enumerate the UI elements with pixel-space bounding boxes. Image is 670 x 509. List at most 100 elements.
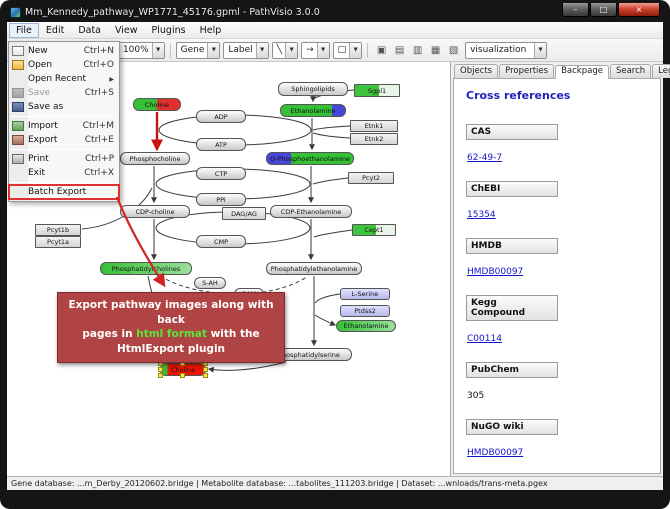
menu-item-save-as[interactable]: Save as (9, 100, 119, 114)
pathway-node-cept1[interactable]: Cept1 (352, 224, 396, 236)
pathway-node-phosphatidylcholines[interactable]: Phosphatidylcholines (100, 262, 192, 275)
menu-item-batch-export[interactable]: Batch Export (8, 184, 120, 200)
pathway-node-choline[interactable]: Choline (133, 98, 181, 111)
pathway-node-s-ah[interactable]: S-AH (194, 277, 226, 289)
tab-legend[interactable]: Legend (652, 64, 670, 78)
tab-backpage[interactable]: Backpage (555, 65, 609, 79)
zoom-combobox[interactable]: 100% ▼ (117, 41, 165, 59)
pathway-node-phosphatidylethanolamine[interactable]: Phosphatidylethanolamine (266, 262, 362, 275)
pathway-node-dag-ag[interactable]: DAG/AG (222, 207, 266, 220)
xref-db-header: PubChem (466, 362, 558, 378)
pathway-node-o-phosphoethanolamine[interactable]: O-Phosphoethanolamine (266, 152, 354, 165)
pathway-node-sgpl1[interactable]: Sgpl1 (354, 84, 400, 97)
chevron-down-icon[interactable]: ▼ (285, 42, 298, 58)
sidebar: ObjectsPropertiesBackpageSearchLegend Cr… (451, 62, 670, 476)
pathway-node-ptdss2[interactable]: Ptdss2 (340, 305, 390, 317)
pathway-node-etnk1[interactable]: Etnk1 (350, 120, 398, 132)
menu-plugins[interactable]: Plugins (151, 24, 186, 36)
chevron-down-icon[interactable]: ▼ (349, 42, 362, 58)
chevron-down-icon[interactable]: ▼ (534, 42, 547, 58)
align-horizontal-icon[interactable]: ▤ (394, 44, 405, 56)
xref-id-link[interactable]: 15354 (467, 210, 496, 220)
toolbar-separator (169, 42, 171, 58)
chevron-down-icon[interactable]: ▼ (316, 42, 329, 58)
pathway-node-cmp[interactable]: CMP (196, 235, 246, 248)
align-vertical-icon[interactable]: ▥ (412, 44, 423, 56)
pathway-node-pcyt1b[interactable]: Pcyt1b (35, 224, 81, 236)
selection-handle[interactable] (158, 373, 163, 378)
callout-line2-pre: pages in (82, 328, 137, 341)
selection-handle[interactable] (180, 373, 185, 378)
pathway-node-choline[interactable]: Choline (158, 361, 208, 378)
pathway-node-adp[interactable]: ADP (196, 110, 246, 123)
pathway-node-pcyt2[interactable]: Pcyt2 (348, 172, 394, 184)
close-button[interactable]: × (618, 3, 660, 17)
pathway-node-phosphocholine[interactable]: Phosphocholine (120, 152, 190, 165)
label-tool-dropdown[interactable]: Label▼ (223, 41, 269, 59)
saveas-icon (12, 102, 24, 112)
connector-tool-dropdown[interactable]: →▼ (301, 41, 330, 59)
pathway-node-atp[interactable]: ATP (196, 138, 246, 151)
pathway-node-ethanolamine[interactable]: Ethanolamine (280, 104, 346, 117)
menu-item-label: Open (28, 60, 53, 70)
menu-item-shortcut: Ctrl+X (84, 168, 114, 178)
pathway-node-pcyt1a[interactable]: Pcyt1a (35, 236, 81, 248)
xref-id-link[interactable]: 62-49-7 (467, 153, 503, 163)
datanode-type-dropdown[interactable]: Gene▼ (175, 41, 221, 59)
align-stack-icon[interactable]: ▣ (376, 44, 387, 56)
xref-id-link[interactable]: C00114 (467, 334, 502, 344)
menu-help[interactable]: Help (199, 24, 222, 36)
pathway-node-ethanolamine[interactable]: Ethanolamine (336, 320, 396, 332)
menu-item-shortcut: Ctrl+O (83, 60, 114, 70)
status-text: Gene database: ...m_Derby_20120602.bridg… (11, 479, 548, 488)
menu-file[interactable]: File (9, 22, 39, 38)
tab-objects[interactable]: Objects (454, 64, 499, 78)
chevron-down-icon[interactable]: ▼ (207, 42, 220, 58)
callout-annotation: Export pathway images along with back pa… (57, 292, 285, 363)
menu-item-open-recent[interactable]: Open Recent▶ (9, 72, 119, 86)
app-icon (10, 7, 21, 18)
label-tool-dropdown-value: Label (228, 45, 253, 55)
tab-properties[interactable]: Properties (499, 64, 555, 78)
pathway-node-etnk2[interactable]: Etnk2 (350, 133, 398, 145)
toolbar-separator (367, 42, 369, 58)
xref-id-link[interactable]: HMDB00097 (467, 448, 524, 458)
pathway-node-l-serine[interactable]: L-Serine (340, 288, 390, 300)
chevron-down-icon[interactable]: ▼ (255, 42, 268, 58)
connector-tool-dropdown-value: → (306, 45, 314, 55)
maximize-button[interactable]: □ (590, 3, 617, 17)
distribute-icon[interactable]: ▦ (430, 44, 441, 56)
menu-item-open[interactable]: Open Ctrl+O (9, 58, 119, 72)
pathway-node-sphingolipids[interactable]: Sphingolipids (278, 82, 348, 96)
group-icon[interactable]: ▧ (448, 44, 459, 56)
menu-separator (11, 182, 117, 183)
menu-data[interactable]: Data (78, 24, 101, 36)
chevron-down-icon[interactable]: ▼ (151, 42, 164, 58)
menu-view[interactable]: View (115, 24, 138, 36)
selection-handle[interactable] (203, 366, 208, 372)
visualization-combobox[interactable]: visualization ▼ (465, 41, 548, 59)
tab-search[interactable]: Search (609, 64, 652, 78)
minimize-button[interactable]: – (562, 3, 589, 17)
pathway-node-cdp-choline[interactable]: CDP-choline (120, 205, 190, 218)
line-tool-dropdown[interactable]: ╲▼ (271, 41, 299, 59)
pathway-node-ppi[interactable]: PPi (196, 193, 246, 206)
menu-item-label: Import (28, 121, 58, 131)
selection-handle[interactable] (203, 373, 208, 378)
shape-tool-dropdown[interactable]: □▼ (332, 41, 363, 59)
pathway-node-cdp-ethanolamine[interactable]: CDP-Ethanolamine (270, 205, 352, 218)
menu-edit[interactable]: Edit (45, 24, 65, 36)
pathway-node-ctp[interactable]: CTP (196, 167, 246, 180)
menu-item-label: Batch Export (28, 187, 87, 197)
selection-handle[interactable] (158, 366, 163, 372)
title-bar[interactable]: Mm_Kennedy_pathway_WP1771_45176.gpml - P… (7, 3, 663, 22)
xref-id-link[interactable]: HMDB00097 (467, 267, 524, 277)
